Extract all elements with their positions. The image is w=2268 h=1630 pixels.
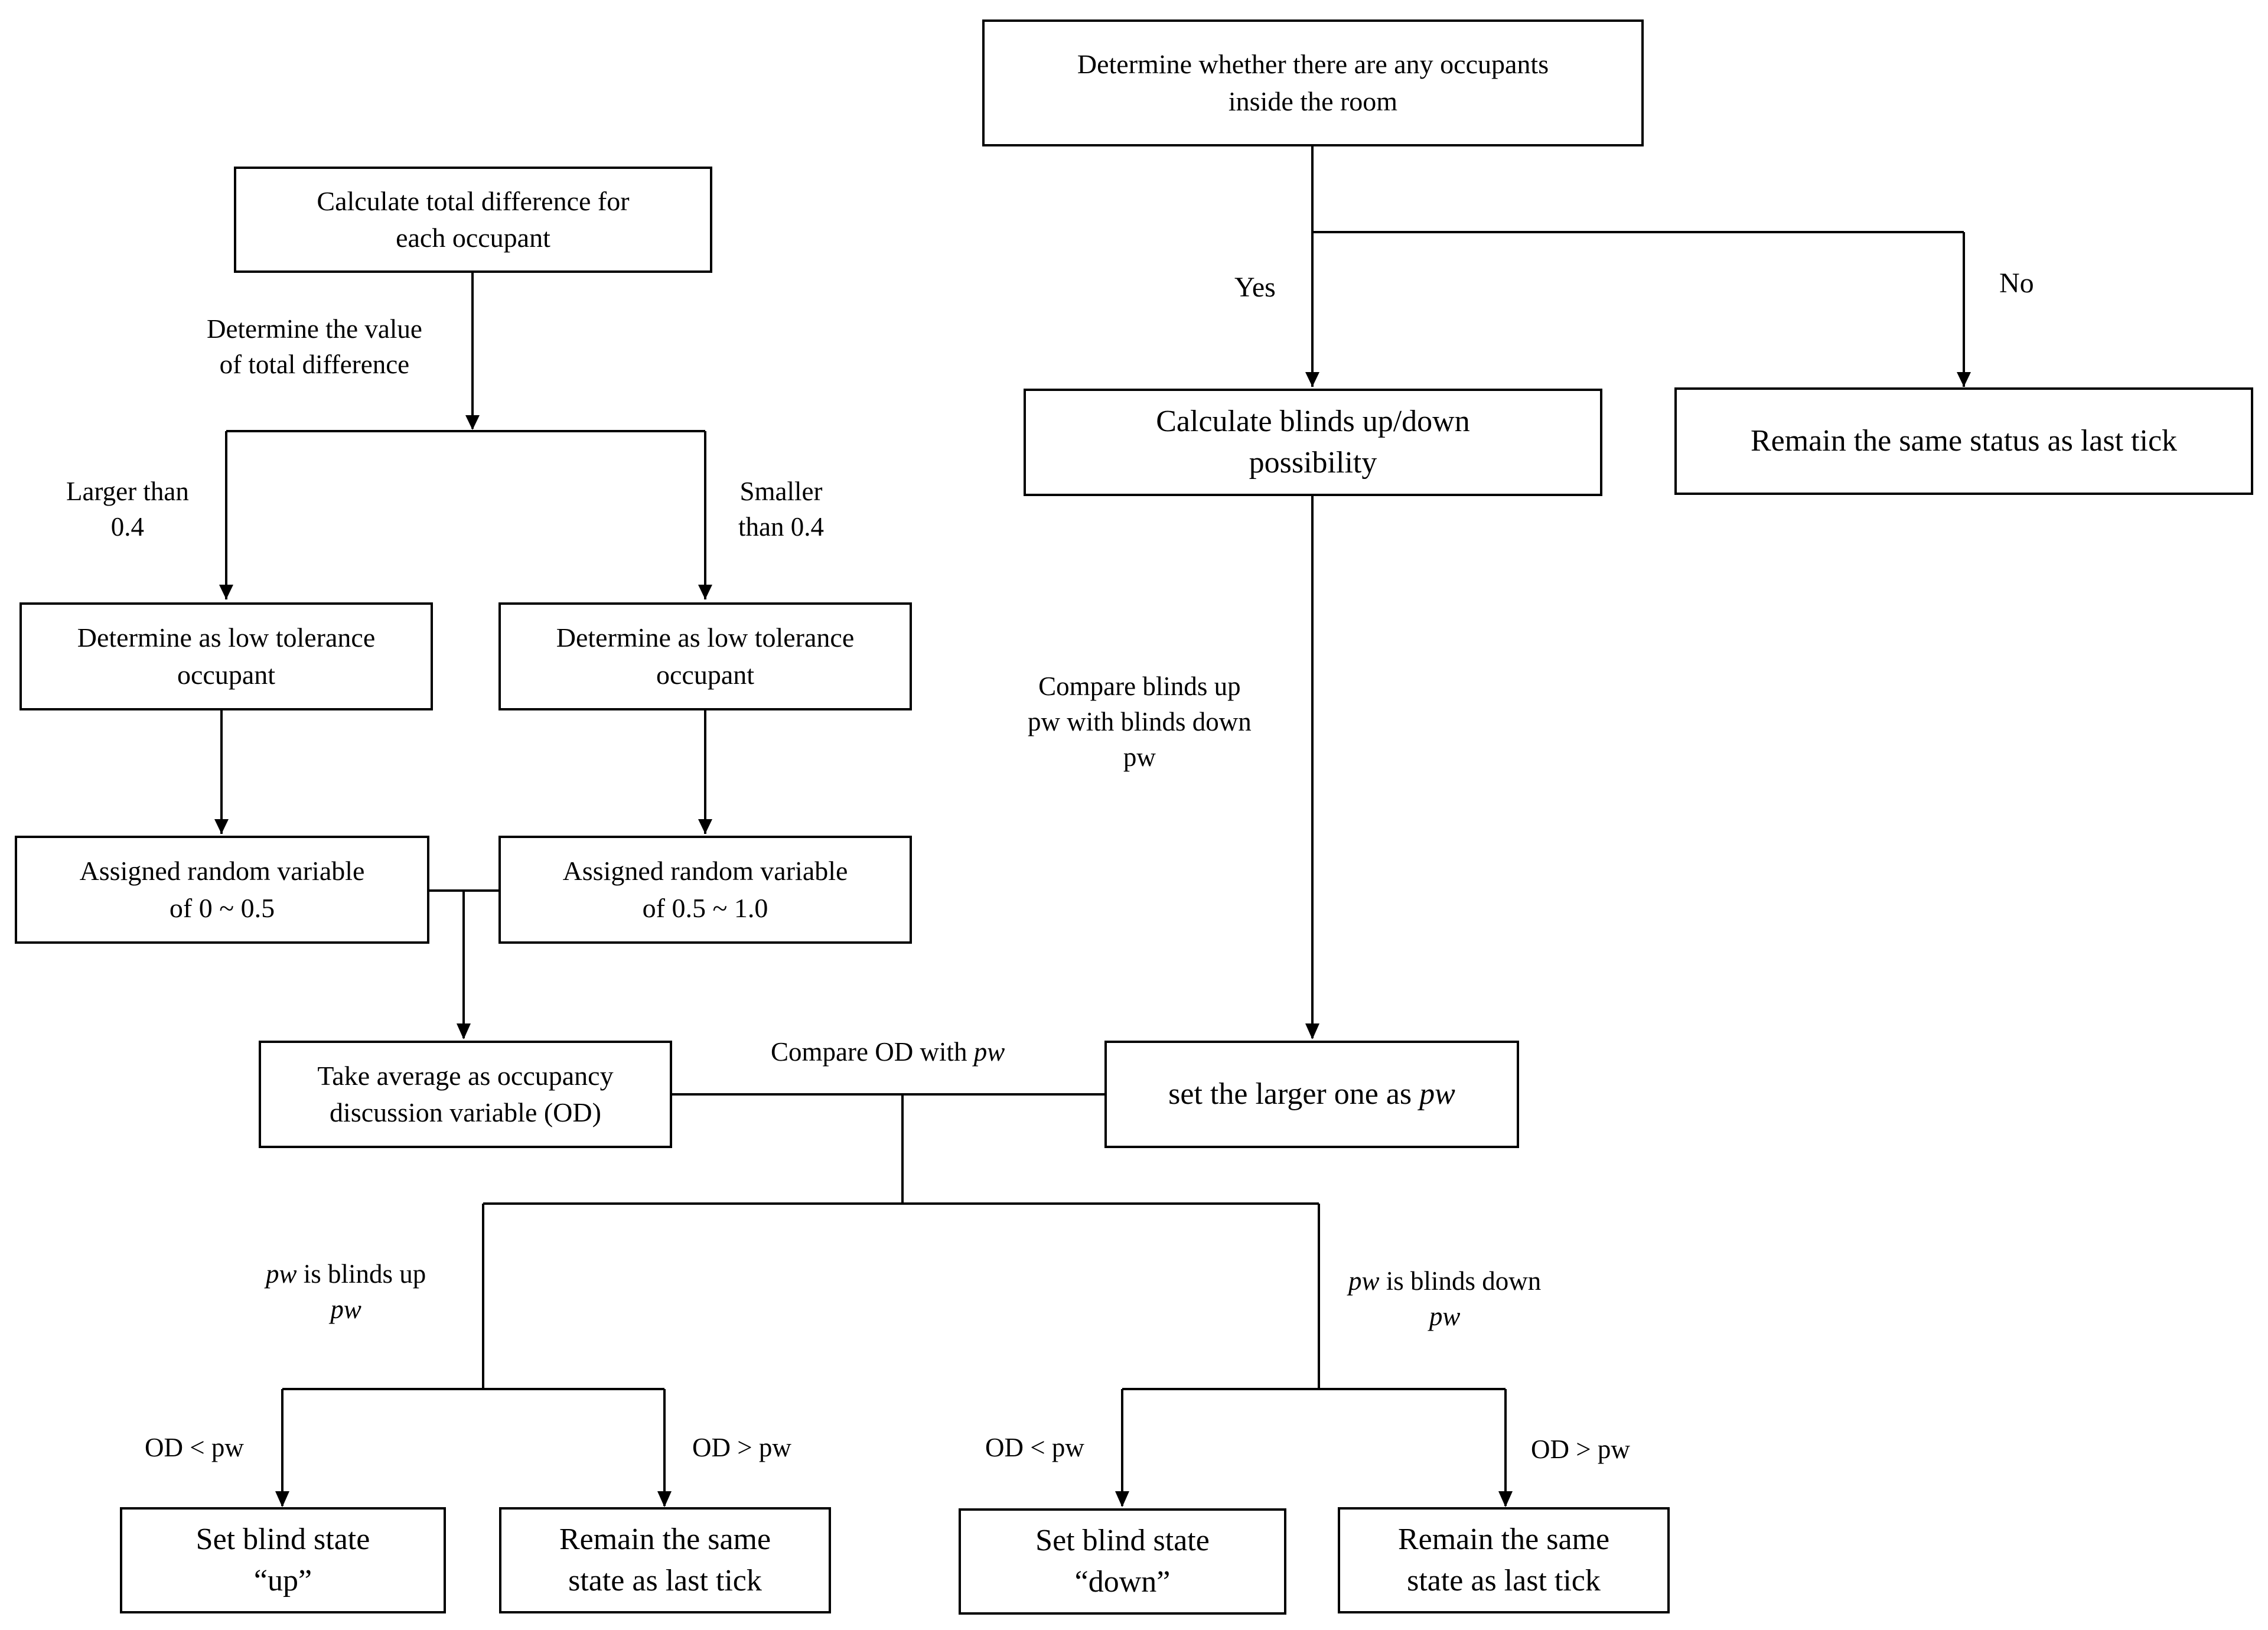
arrowhead	[219, 585, 233, 599]
arrowhead	[465, 415, 480, 430]
remain-last-tick-node: Remain the same status as last tick	[1674, 387, 2253, 495]
od-greater-pw-label-1: OD > pw	[692, 1433, 791, 1462]
arrowhead	[1498, 1491, 1513, 1507]
set-down-node: Set blind state“down”	[959, 1508, 1286, 1615]
set-larger-node: set the larger one as pw	[1104, 1041, 1519, 1148]
od-less-pw-label-2: OD < pw	[985, 1433, 1084, 1462]
arrowhead	[457, 1023, 471, 1039]
arrowhead	[698, 585, 712, 599]
pw-blinds-down-label: pw is blinds down pw	[1348, 1266, 1542, 1331]
arrowhead	[1305, 372, 1319, 387]
od-less-pw-label-1: OD < pw	[145, 1433, 244, 1462]
determine-value-label: Determine the value of total difference	[207, 314, 422, 379]
no-label: No	[1999, 268, 2034, 299]
compare-od-label: Compare OD with pw	[771, 1037, 1005, 1067]
arrowhead	[698, 819, 712, 834]
arrowhead	[214, 819, 229, 834]
arrowhead	[1957, 372, 1971, 387]
smaller-than-label: Smaller than 0.4	[738, 477, 824, 542]
occupants-check-node: Determine whether there are any occupant…	[982, 19, 1644, 146]
pw-blinds-up-label: pw is blinds up pw	[266, 1259, 426, 1324]
yes-label: Yes	[1234, 272, 1276, 303]
larger-than-label: Larger than 0.4	[66, 477, 189, 542]
od-greater-pw-label-2: OD > pw	[1531, 1435, 1630, 1464]
arrowhead	[1115, 1491, 1129, 1507]
arrowhead	[275, 1491, 289, 1507]
arrowhead	[1305, 1023, 1319, 1039]
arrowhead	[657, 1491, 672, 1507]
compare-blinds-label: Compare blinds up pw with blinds down pw	[1028, 671, 1252, 772]
set-up-node: Set blind state“up”	[120, 1507, 446, 1613]
